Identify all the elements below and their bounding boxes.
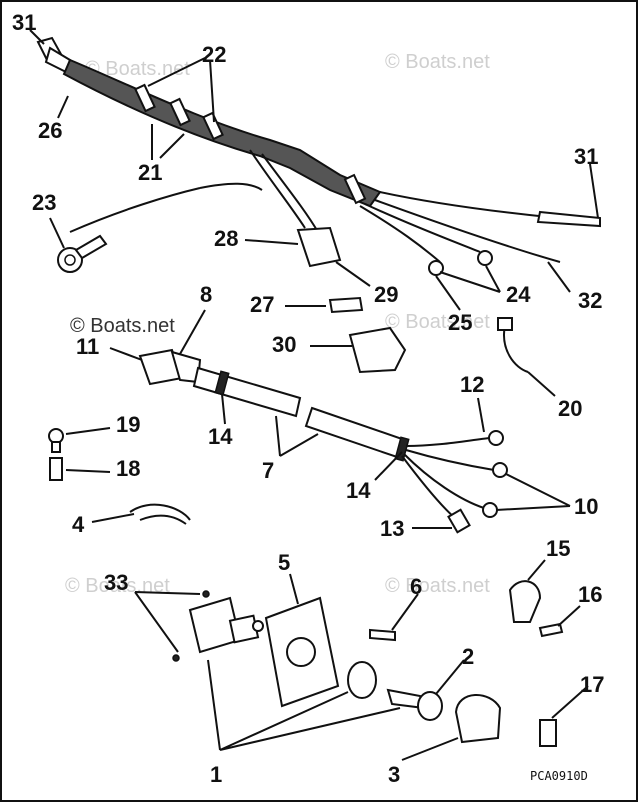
ring-terminal-10a	[492, 462, 508, 478]
secondary-harness	[138, 348, 508, 534]
callout-6: 6	[410, 574, 422, 599]
callout-7: 7	[262, 458, 274, 483]
part-30-cover	[348, 326, 407, 374]
callout-11: 11	[76, 334, 99, 359]
wire-to-terminal-23	[69, 187, 201, 233]
ring-terminal-23-sleeve	[74, 234, 108, 260]
callout-2: 2	[462, 644, 474, 669]
wire-31-terminal	[536, 210, 601, 228]
part-17-bracket	[539, 719, 557, 747]
callout-10: 10	[574, 494, 598, 519]
callout-24: 24	[506, 282, 531, 307]
wire-branch-32	[374, 199, 561, 263]
callout-13: 13	[380, 516, 404, 541]
watermark-top-left: © Boats.net	[85, 58, 190, 80]
lead-10b	[403, 453, 485, 509]
harness-strap-1	[134, 83, 156, 113]
callout-28: 28	[214, 226, 238, 251]
diagram-code: PCA0910D	[530, 769, 588, 783]
callout-14-lower: 14	[346, 478, 371, 503]
part-19-barrel	[51, 441, 61, 453]
callout-19: 19	[116, 412, 140, 437]
lead-10a	[405, 449, 495, 471]
callout-27: 27	[250, 292, 274, 317]
callout-16: 16	[578, 582, 602, 607]
lead-13	[401, 455, 456, 519]
connector-28	[296, 226, 342, 268]
harness-strap-4	[343, 173, 367, 205]
ring-terminal-24b	[428, 260, 444, 276]
part-1-nut	[347, 661, 377, 699]
callout-3: 3	[388, 762, 400, 787]
callout-8: 8	[200, 282, 212, 307]
callout-23: 23	[32, 190, 56, 215]
callout-26: 26	[38, 118, 62, 143]
part-16-screw	[538, 622, 564, 638]
harness-strap-2	[169, 97, 191, 127]
callout-17: 17	[580, 672, 604, 697]
part-15-clamp	[508, 580, 542, 623]
part-27-clip	[328, 296, 364, 314]
watermark-top-right: © Boats.net	[385, 51, 490, 73]
part-14-band-left	[214, 370, 230, 396]
part-7-sleeve-left	[192, 366, 302, 418]
part-20-cable-tie	[503, 324, 529, 373]
spade-terminal-13	[447, 508, 471, 534]
watermark-middle-left: © Boats.net	[70, 315, 175, 337]
wire-branch-24a	[364, 203, 481, 253]
callout-4: 4	[72, 512, 85, 537]
wire-to-terminal-23-upper	[199, 182, 263, 191]
part-1-ignition-switch	[188, 596, 264, 654]
part-33-screw-a	[202, 590, 210, 598]
callout-33: 33	[104, 570, 128, 595]
part-5-mounting-plate	[264, 596, 340, 708]
part-19-ring-terminal	[48, 428, 64, 444]
part-18-sleeve	[49, 457, 63, 481]
callout-31-right: 31	[574, 144, 598, 169]
part-2-key-head	[417, 691, 443, 721]
wire-branch-24b	[359, 205, 441, 263]
wire-to-connector-a	[249, 149, 306, 229]
main-wiring-harness	[36, 36, 601, 276]
ring-terminal-24a	[477, 250, 493, 266]
part-33-screw-b	[172, 654, 180, 662]
part-3-cap	[454, 694, 502, 744]
callout-5: 5	[278, 550, 290, 575]
callout-32: 32	[578, 288, 602, 313]
callout-labels: 31 22 26 21 31 23 28 29 24 32 25 8 27 30…	[12, 10, 604, 787]
callout-21: 21	[138, 160, 162, 185]
callout-30: 30	[272, 332, 296, 357]
lead-12	[405, 437, 491, 447]
callout-14-upper: 14	[208, 424, 233, 449]
ring-terminal-12	[488, 430, 504, 446]
leader-lines	[29, 29, 599, 761]
callout-15: 15	[546, 536, 570, 561]
harness-strap-3	[202, 111, 224, 141]
callout-31-left: 31	[12, 10, 36, 35]
callout-1: 1	[210, 762, 222, 787]
callout-29: 29	[374, 282, 398, 307]
watermark-middle-right: © Boats.net	[385, 311, 490, 333]
part-4-clip	[129, 503, 191, 525]
callout-22: 22	[202, 42, 226, 67]
watermark-bottom-right: © Boats.net	[385, 575, 490, 597]
wire-to-connector-b	[261, 153, 319, 233]
part-7-sleeve-right	[304, 406, 407, 460]
ring-terminal-23-hole	[64, 254, 76, 266]
callout-12: 12	[460, 372, 484, 397]
callout-25: 25	[448, 310, 472, 335]
callout-18: 18	[116, 456, 140, 481]
part-20-tie-head	[497, 317, 513, 331]
part-6-screw	[369, 628, 396, 642]
ring-terminal-10b	[482, 502, 498, 518]
callout-20: 20	[558, 396, 582, 421]
